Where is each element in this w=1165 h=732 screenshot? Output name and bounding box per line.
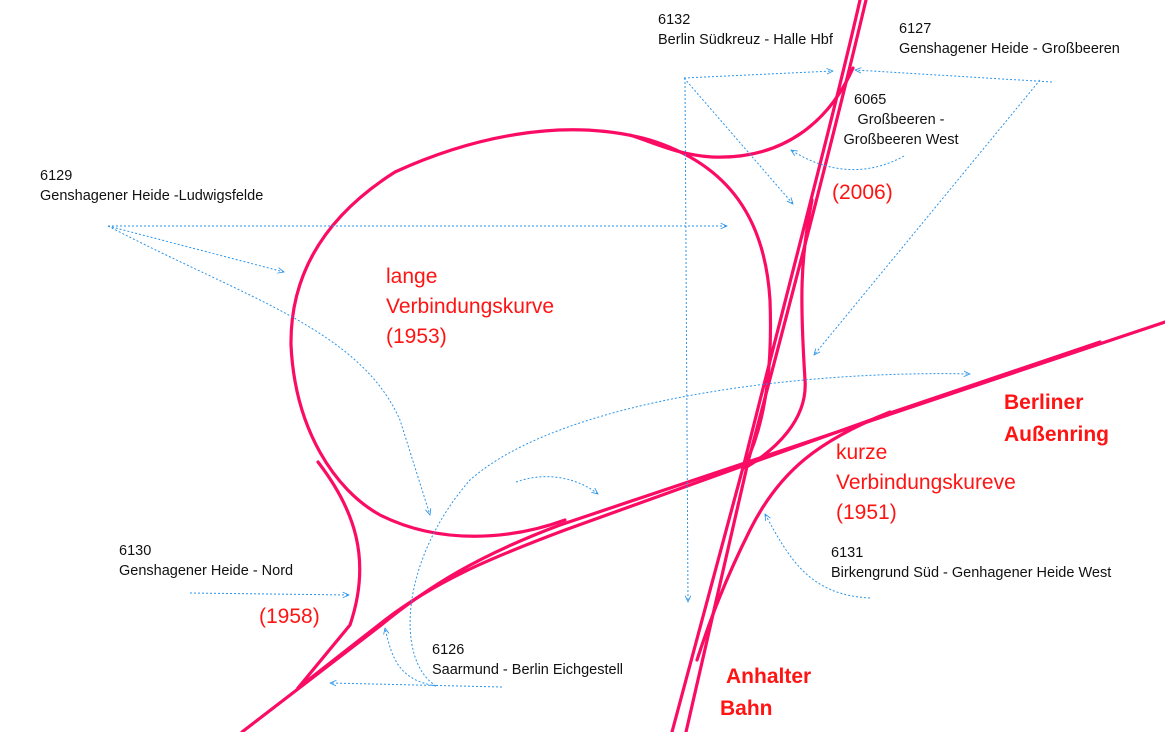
label-6132: 6132 Berlin Südkreuz - Halle Hbf <box>658 10 833 50</box>
line-number: 6131 <box>831 545 864 561</box>
track-aussenring-2 <box>296 340 1102 690</box>
annotation-line: Bahn <box>720 697 773 720</box>
line-name: Großbeeren West <box>843 132 959 148</box>
label-6131: 6131 Birkengrund Süd - Genhagener Heide … <box>831 543 1111 583</box>
label-6129: 6129 Genshagener Heide -Ludwigsfelde <box>40 166 263 206</box>
track-1958-curve <box>296 460 362 690</box>
line-name: Genshagener Heide - Großbeeren <box>899 41 1120 57</box>
arrow-6132-a <box>683 71 833 79</box>
arrow-6126-d <box>515 476 598 494</box>
line-number: 6132 <box>658 12 691 28</box>
line-number: 6129 <box>40 168 73 184</box>
annotation-kurze-verbindungskurve: kurze Verbindungskureve (1951) <box>836 438 1016 528</box>
annotation-line: Anhalter <box>726 665 812 688</box>
arrow-6132-b <box>683 77 793 204</box>
arrow-6129-c <box>107 225 430 515</box>
arrow-6132-c <box>684 77 688 602</box>
line-name: Großbeeren - <box>857 112 945 128</box>
track-kurze-verbindungskurve-2 <box>695 410 892 662</box>
line-name: Berlin Südkreuz - Halle Hbf <box>658 32 833 48</box>
arrow-6126-a <box>330 683 503 688</box>
track-anhalter-bahn-1 <box>670 0 862 732</box>
annotation-lange-verbindungskurve: lange Verbindungskurve (1953) <box>386 262 554 352</box>
annotation-anhalter-bahn: Anhalter Bahn <box>720 661 811 725</box>
line-name: Birkengrund Süd - Genhagener Heide West <box>831 565 1112 581</box>
label-6127: 6127 Genshagener Heide - Großbeeren <box>899 19 1120 59</box>
label-6130: 6130 Genshagener Heide - Nord <box>119 541 293 581</box>
line-name: Genshagener Heide -Ludwigsfelde <box>40 188 264 204</box>
track-6065-curve <box>628 66 855 159</box>
annotation-2006: (2006) <box>832 181 893 204</box>
annotation-line: Außenring <box>1004 423 1109 446</box>
arrow-6131 <box>765 514 871 599</box>
annotation-line: Verbindungskureve <box>836 471 1016 494</box>
track-kurze-verbindungskurve-1 <box>743 198 814 470</box>
track-lange-verbindungskurve <box>289 128 773 538</box>
arrow-6127-b <box>814 79 1041 355</box>
annotation-line: kurze <box>836 441 888 464</box>
line-number: 6130 <box>119 543 152 559</box>
annotation-1958: (1958) <box>259 605 320 628</box>
track-aussenring-1 <box>240 320 1165 732</box>
line-number: 6126 <box>432 642 465 658</box>
annotation-line: (1951) <box>836 501 897 524</box>
label-6126: 6126 Saarmund - Berlin Eichgestell <box>432 640 623 680</box>
line-number: 6065 <box>854 92 887 108</box>
arrow-6065 <box>791 150 905 170</box>
annotation-line: Verbindungskurve <box>386 295 555 318</box>
annotation-berliner-aussenring: Berliner Außenring <box>1004 387 1109 451</box>
annotation-line: Berliner <box>1004 391 1084 414</box>
arrow-6127-a <box>855 70 1053 83</box>
line-number: 6127 <box>899 21 932 37</box>
annotation-line: (1953) <box>386 325 447 348</box>
label-6065: 6065 Großbeeren - Großbeeren West <box>838 90 964 150</box>
arrow-6130 <box>189 593 349 595</box>
arrow-6129-b <box>107 225 284 272</box>
annotation-line: lange <box>386 265 438 288</box>
line-name: Genshagener Heide - Nord <box>119 563 294 579</box>
line-name: Saarmund - Berlin Eichgestell <box>432 662 624 678</box>
